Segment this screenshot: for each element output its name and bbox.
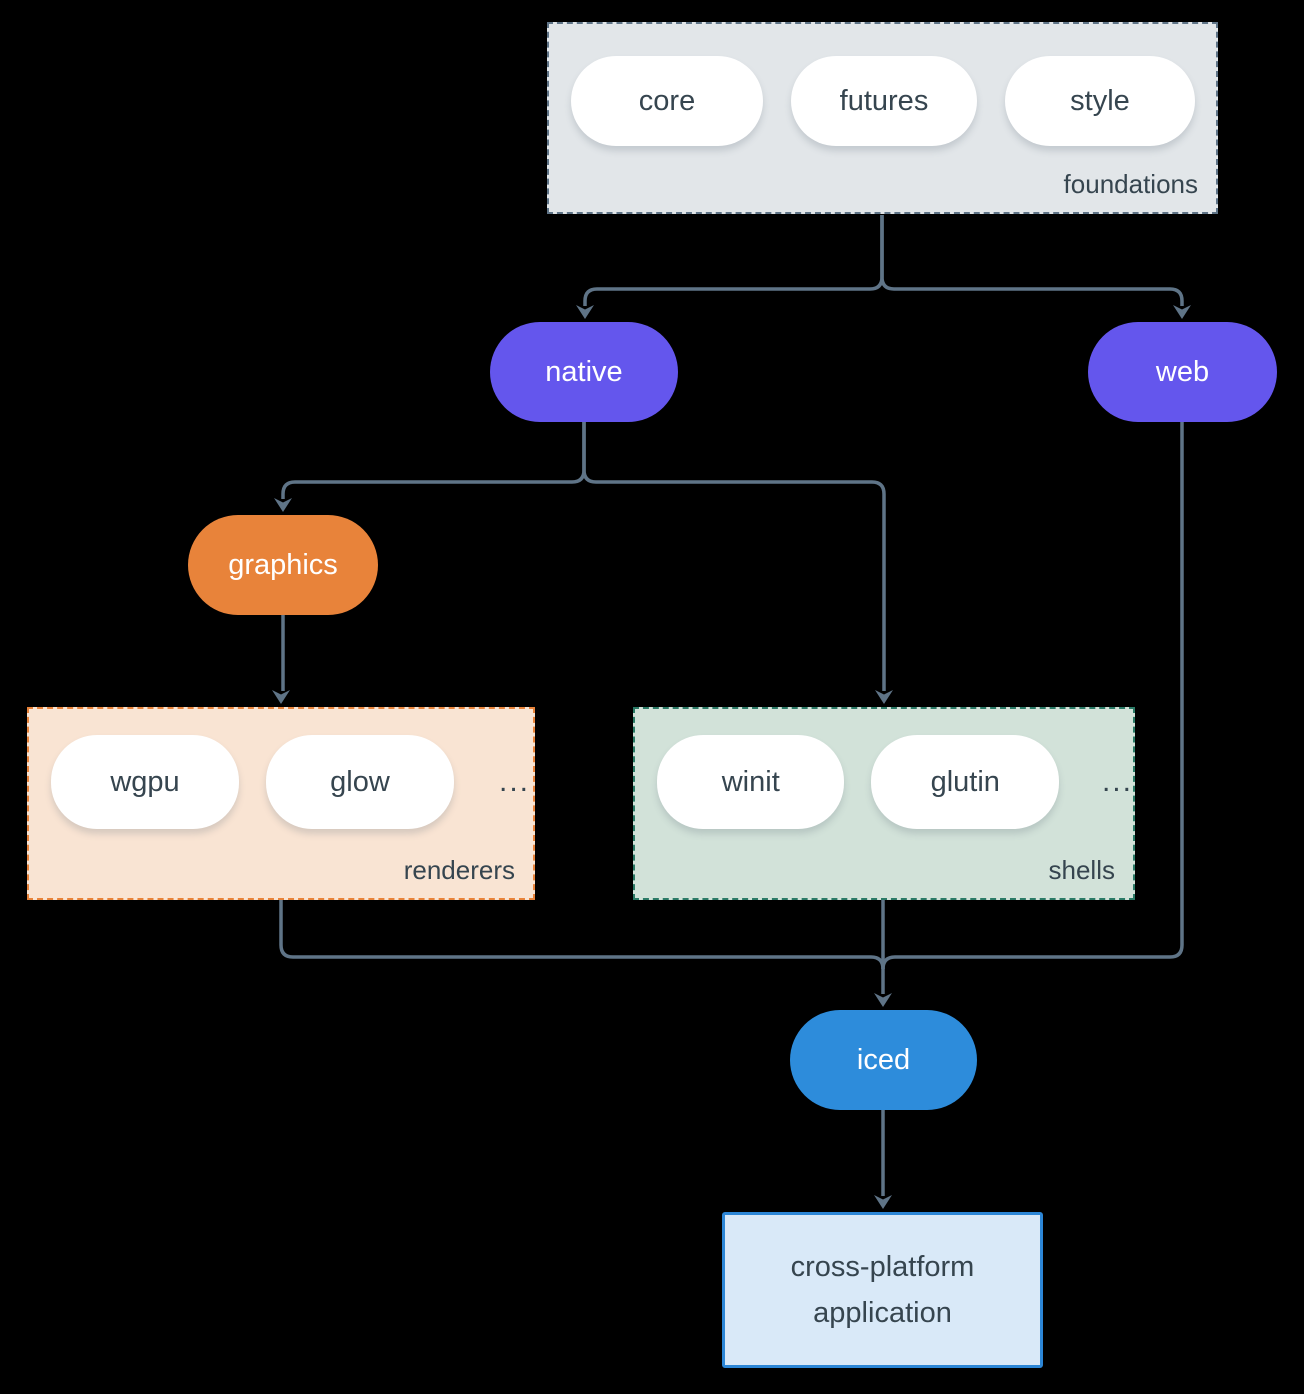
node-web: web	[1088, 322, 1277, 422]
shells-group: winit glutin ... shells	[633, 707, 1135, 900]
pill-style: style	[1005, 56, 1195, 146]
node-iced: iced	[790, 1010, 977, 1110]
pill-futures: futures	[791, 56, 977, 146]
application-box: cross-platform application	[722, 1212, 1043, 1368]
pill-core: core	[571, 56, 763, 146]
foundations-group: core futures style foundations	[547, 22, 1218, 214]
shells-ellipsis: ...	[1101, 765, 1133, 798]
renderers-ellipsis: ...	[499, 765, 531, 798]
pill-winit: winit	[657, 735, 845, 829]
renderers-label: renderers	[403, 855, 515, 885]
shells-label: shells	[1048, 855, 1115, 885]
node-native: native	[490, 322, 678, 422]
shells-pill-row: winit glutin ...	[635, 709, 1133, 829]
foundations-label: foundations	[1063, 169, 1198, 199]
pill-wgpu: wgpu	[51, 735, 239, 829]
pill-glutin: glutin	[871, 735, 1059, 829]
foundations-pill-row: core futures style	[549, 24, 1216, 146]
renderers-group: wgpu glow ... renderers	[27, 707, 535, 900]
node-graphics: graphics	[188, 515, 378, 615]
pill-glow: glow	[266, 735, 454, 829]
renderers-pill-row: wgpu glow ...	[29, 709, 533, 829]
